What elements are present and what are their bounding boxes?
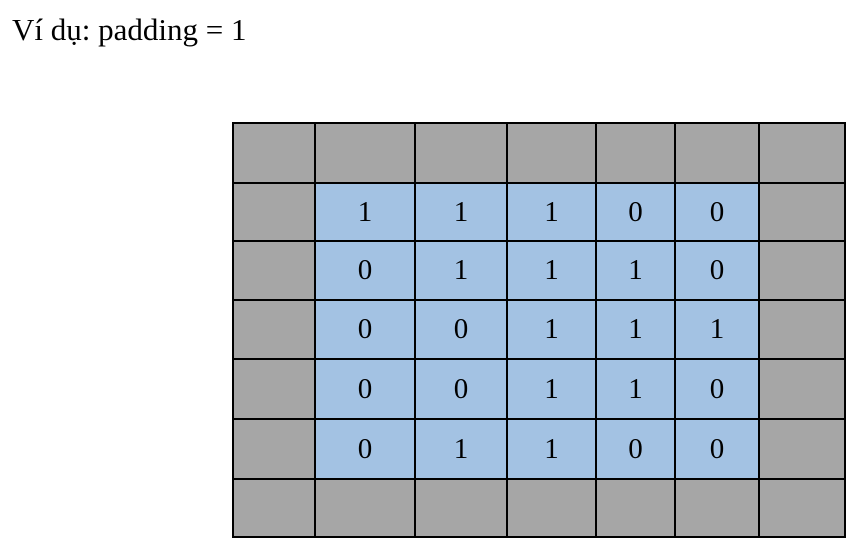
input-cell: 0 bbox=[674, 418, 760, 480]
input-cell: 0 bbox=[414, 358, 508, 420]
padding-cell bbox=[232, 418, 316, 480]
grid-row bbox=[232, 122, 846, 184]
padding-cell bbox=[232, 182, 316, 242]
input-cell: 0 bbox=[314, 240, 416, 301]
padding-cell bbox=[414, 122, 508, 184]
padding-cell bbox=[232, 299, 316, 360]
input-cell: 0 bbox=[314, 418, 416, 480]
padding-cell bbox=[232, 240, 316, 301]
input-cell: 0 bbox=[414, 299, 508, 360]
grid-row bbox=[232, 478, 846, 538]
padding-cell bbox=[758, 358, 846, 420]
example-title: Ví dụ: padding = 1 bbox=[12, 12, 247, 47]
padding-cell bbox=[758, 418, 846, 480]
input-cell: 1 bbox=[414, 182, 508, 242]
input-cell: 0 bbox=[674, 240, 760, 301]
input-cell: 1 bbox=[506, 299, 597, 360]
input-cell: 1 bbox=[506, 418, 597, 480]
input-cell: 1 bbox=[674, 299, 760, 360]
input-cell: 1 bbox=[414, 418, 508, 480]
padding-cell bbox=[758, 182, 846, 242]
padding-cell bbox=[758, 478, 846, 538]
input-cell: 1 bbox=[595, 240, 676, 301]
padding-cell bbox=[758, 122, 846, 184]
input-cell: 0 bbox=[595, 418, 676, 480]
input-cell: 0 bbox=[595, 182, 676, 242]
padding-cell bbox=[595, 122, 676, 184]
input-cell: 1 bbox=[414, 240, 508, 301]
padding-cell bbox=[758, 299, 846, 360]
padding-cell bbox=[232, 358, 316, 420]
input-cell: 0 bbox=[314, 299, 416, 360]
padding-cell bbox=[506, 478, 597, 538]
padding-cell bbox=[232, 122, 316, 184]
input-cell: 1 bbox=[595, 299, 676, 360]
padding-cell bbox=[674, 478, 760, 538]
padding-cell bbox=[314, 122, 416, 184]
padding-cell bbox=[232, 478, 316, 538]
padding-cell bbox=[758, 240, 846, 301]
input-cell: 1 bbox=[595, 358, 676, 420]
padding-cell bbox=[414, 478, 508, 538]
input-cell: 1 bbox=[506, 240, 597, 301]
padding-cell bbox=[595, 478, 676, 538]
input-cell: 1 bbox=[506, 182, 597, 242]
input-cell: 1 bbox=[506, 358, 597, 420]
padding-cell bbox=[506, 122, 597, 184]
input-cell: 1 bbox=[314, 182, 416, 242]
input-cell: 0 bbox=[674, 182, 760, 242]
padding-cell bbox=[314, 478, 416, 538]
input-cell: 0 bbox=[314, 358, 416, 420]
input-cell: 0 bbox=[674, 358, 760, 420]
padding-cell bbox=[674, 122, 760, 184]
